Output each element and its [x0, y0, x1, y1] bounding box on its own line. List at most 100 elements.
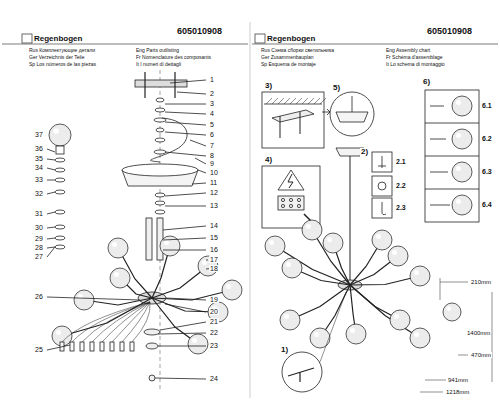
glass-globe — [372, 230, 392, 250]
leader-line — [166, 298, 206, 300]
lamp-arm — [430, 172, 448, 173]
step-number: 2.2 — [395, 182, 407, 189]
terminal-screw — [297, 204, 300, 207]
wire — [112, 302, 150, 342]
callout-number: 27 — [34, 253, 44, 260]
leader-line — [165, 193, 206, 196]
fitting-part — [154, 118, 166, 122]
clamp — [378, 182, 386, 190]
globe-highlight — [456, 100, 461, 105]
globe-highlight — [350, 328, 355, 333]
step-number: 5) — [332, 84, 341, 92]
dimension-line — [458, 355, 468, 356]
callout-number: 18 — [209, 265, 219, 272]
lightning-bolt — [288, 174, 293, 188]
lamp-arm — [430, 139, 446, 140]
glass-globe — [452, 129, 472, 149]
leader-line — [47, 149, 55, 152]
wire — [82, 302, 150, 342]
dimension-text: 1400mm — [466, 330, 491, 336]
callout-number: 28 — [34, 244, 44, 251]
leader-line — [47, 247, 55, 248]
callout-number: 4 — [209, 110, 215, 117]
callout-number: 23 — [209, 342, 219, 349]
glass-globe — [390, 310, 410, 330]
fitting-part — [155, 108, 165, 112]
glass-globe — [110, 268, 130, 288]
leader-line — [47, 227, 55, 228]
fitting-part — [55, 236, 65, 240]
leader-line — [163, 238, 206, 240]
callout-number: 19 — [209, 296, 219, 303]
globe-highlight — [314, 332, 319, 337]
glass-globe — [222, 280, 242, 300]
globe-highlight — [414, 332, 419, 337]
fitting-part — [55, 168, 65, 172]
dimension-line — [425, 380, 446, 381]
header-rule — [252, 44, 498, 45]
callout-number: 1 — [209, 76, 215, 83]
callout-number: 7 — [209, 142, 215, 149]
leader-line — [165, 132, 206, 135]
leader-line — [47, 297, 140, 300]
terminal-screw — [289, 204, 292, 207]
leader-line — [47, 192, 55, 194]
screw — [174, 72, 175, 98]
lamp-arm — [430, 106, 444, 107]
glass-globe — [74, 290, 94, 310]
dimension-text: 1218mm — [445, 389, 470, 395]
leader-line — [165, 206, 206, 207]
callout-number: 12 — [209, 189, 219, 196]
glass-globe — [452, 96, 472, 116]
ceiling-hatch — [278, 98, 284, 104]
callout-number: 17 — [209, 256, 219, 263]
leader-line — [47, 345, 70, 350]
inset-divider — [425, 189, 479, 190]
glass-globe — [310, 328, 330, 348]
glass-globe — [265, 236, 285, 256]
fitting-part — [55, 245, 65, 249]
brand-logo: Regenbogen — [33, 35, 83, 43]
inset-frame — [262, 92, 324, 148]
leader-line — [47, 247, 55, 257]
inset-frame — [262, 166, 320, 228]
leader-line — [195, 158, 206, 164]
leader-line — [47, 159, 55, 160]
globe-highlight — [284, 314, 289, 319]
inset-divider — [425, 156, 479, 157]
inset-circle — [282, 352, 322, 392]
g9-bulb — [70, 342, 74, 351]
leader-line — [165, 122, 206, 125]
glass-globe — [388, 246, 408, 266]
ceiling-hatch — [320, 98, 326, 104]
leader-line — [158, 333, 206, 334]
glass-globe — [198, 256, 218, 276]
callout-number: 26 — [34, 293, 44, 300]
glass-globe — [280, 310, 300, 330]
dimension-line — [420, 392, 443, 393]
down-rod — [146, 218, 152, 260]
callout-number: 36 — [34, 145, 44, 152]
glass-globe — [452, 195, 472, 215]
g9-bulb — [80, 342, 84, 351]
suspension-wire — [151, 118, 188, 162]
step-number: 2) — [360, 148, 369, 156]
screw — [280, 116, 281, 138]
leader-line — [192, 183, 206, 184]
callout-number: 30 — [34, 224, 44, 231]
lamp-arm — [275, 246, 350, 285]
dimension-line — [492, 292, 493, 382]
g9-bulb — [110, 342, 114, 351]
warning-triangle — [278, 170, 304, 190]
glass-globe — [410, 266, 430, 286]
lamp-arm — [152, 290, 232, 300]
fitting-part — [55, 210, 65, 214]
fitting-part — [156, 128, 164, 132]
mounting-bar — [135, 80, 187, 87]
callout-number: 20 — [209, 308, 219, 315]
globe-highlight — [456, 133, 461, 138]
callout-number: 6 — [209, 131, 215, 138]
header-text: Sp Esquema de montaje — [260, 62, 317, 67]
leader-line — [160, 322, 206, 330]
arm-joint — [288, 368, 314, 382]
